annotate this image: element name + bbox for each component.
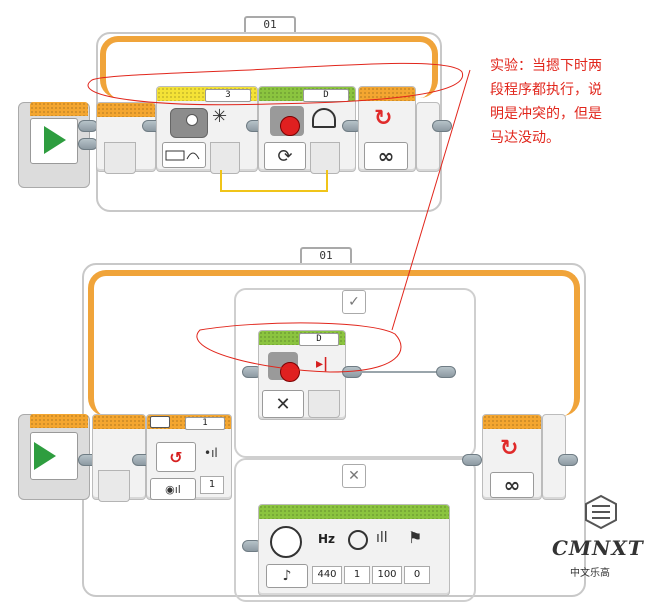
note-icon: ♪ (282, 568, 292, 584)
case-true-motor-port[interactable]: D (299, 333, 339, 346)
case-true-plug-end[interactable] (436, 366, 456, 378)
volume-icon: ıll (376, 530, 388, 546)
switch-mode-selector[interactable]: ◉ıl (150, 478, 196, 500)
case-true-tab[interactable]: ✓ (342, 290, 366, 314)
switch-true-case[interactable] (234, 288, 476, 458)
case-true-plug-out[interactable] (342, 366, 362, 378)
case-true-brake-slot[interactable] (308, 390, 340, 418)
bottom-sequence-plug-exit[interactable] (462, 454, 482, 466)
speaker-icon (270, 526, 302, 558)
case-true-motor-mode[interactable]: ✕ (262, 390, 304, 418)
top-light-output-slot[interactable] (210, 142, 240, 174)
top-sequence-plug-6[interactable] (432, 120, 452, 132)
bottom-loop-entry-header (93, 415, 145, 429)
case-true-sequence-line (360, 371, 444, 373)
annotation-line-3: 明是冲突的，但是 (490, 106, 602, 122)
top-motor-port[interactable]: D (303, 89, 349, 102)
top-start-header (30, 102, 88, 116)
top-motor-output-slot[interactable] (310, 142, 340, 174)
top-light-mode-selector[interactable] (162, 142, 206, 168)
top-sequence-plug-1[interactable] (78, 120, 98, 132)
annotation-text: 实验：当摁下时两 段程序都执行，说 明是冲突的，但是 马达没动。 (490, 54, 650, 150)
sound-header (259, 505, 449, 519)
touch-sensor-icon: ↺ (169, 447, 183, 467)
top-loop-mode-selector[interactable]: ∞ (364, 142, 408, 170)
top-loop-end-cap (416, 102, 440, 172)
bottom-loop-exit-header (483, 415, 541, 429)
top-motor-mode-selector[interactable]: ⟳ (264, 142, 306, 170)
loop-arrow-icon: ↻ (500, 436, 519, 461)
watermark-logo (584, 494, 618, 530)
motor-hub-icon (280, 116, 300, 136)
top-light-port[interactable]: 3 (205, 89, 251, 102)
light-sensor-eye-icon (186, 114, 198, 126)
annotation-line-2: 段程序都执行，说 (490, 82, 602, 98)
play-icon (34, 442, 56, 470)
top-sequence-plug-2[interactable] (78, 138, 98, 150)
switch-port[interactable]: 1 (185, 417, 225, 430)
play-icon (44, 126, 66, 154)
sound-param-duration[interactable]: 1 (344, 566, 370, 584)
sound-param-volume[interactable]: 100 (372, 566, 402, 584)
top-loop-label[interactable]: 01 (244, 16, 296, 34)
sound-param-frequency[interactable]: 440 (312, 566, 342, 584)
infinity-icon: ∞ (503, 473, 521, 497)
watermark-sub: 中文乐高 (570, 568, 610, 579)
switch-icon (150, 416, 170, 428)
case-false-tab[interactable]: ✕ (342, 464, 366, 488)
sun-icon: ✳ (212, 106, 228, 127)
infinity-icon: ∞ (377, 144, 395, 168)
off-icon: ✕ (275, 393, 291, 415)
top-loop-entry-header (97, 103, 155, 117)
annotation-line-4: 马达没动。 (490, 130, 560, 146)
top-loop-entry-slot (104, 142, 136, 174)
top-data-wire[interactable] (220, 170, 328, 192)
brand-logo-icon (585, 494, 617, 530)
top-loop-exit-header (359, 87, 415, 101)
stop-icon: ▸| (316, 356, 329, 372)
signal-bars-icon: •ıl (204, 446, 218, 460)
measure-mode-icon: ◉ıl (165, 482, 181, 496)
watermark-brand: CMNXT (552, 536, 644, 560)
switch-sensor-selector[interactable]: ↺ (156, 442, 196, 472)
sound-param-play-type[interactable]: 0 (404, 566, 430, 584)
annotation-line-1: 实验：当摁下时两 (490, 58, 602, 74)
speedometer-icon (312, 108, 336, 128)
rotate-icon: ⟳ (277, 145, 293, 167)
switch-input-value[interactable]: 1 (200, 476, 224, 494)
bottom-start-header (30, 414, 88, 428)
loop-arrow-icon: ↻ (374, 106, 393, 131)
bottom-sequence-plug-end[interactable] (558, 454, 578, 466)
checkered-flag-icon: ⚑ (408, 528, 423, 547)
motor-hub-icon (280, 362, 300, 382)
compare-mode-icon (165, 150, 200, 161)
sound-mode-selector[interactable]: ♪ (266, 564, 308, 588)
bottom-loop-mode-selector[interactable]: ∞ (490, 472, 534, 498)
bottom-loop-label[interactable]: 01 (300, 247, 352, 265)
bottom-loop-entry-slot (98, 470, 130, 502)
sound-label-hz: Hz (318, 532, 336, 546)
bottom-loop-orange-bar (88, 270, 580, 416)
timer-icon (348, 530, 368, 550)
